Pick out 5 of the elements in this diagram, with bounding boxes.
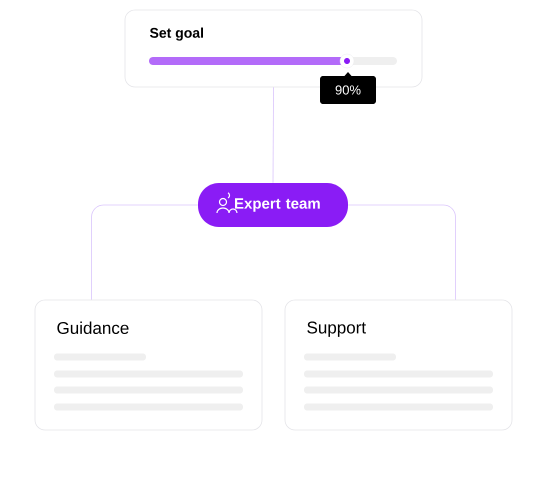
connector-line <box>348 204 456 300</box>
connector-line <box>91 204 198 300</box>
connector-line <box>272 87 274 184</box>
value-tooltip: 90% <box>320 72 376 104</box>
team-button: Expert team <box>198 183 348 227</box>
